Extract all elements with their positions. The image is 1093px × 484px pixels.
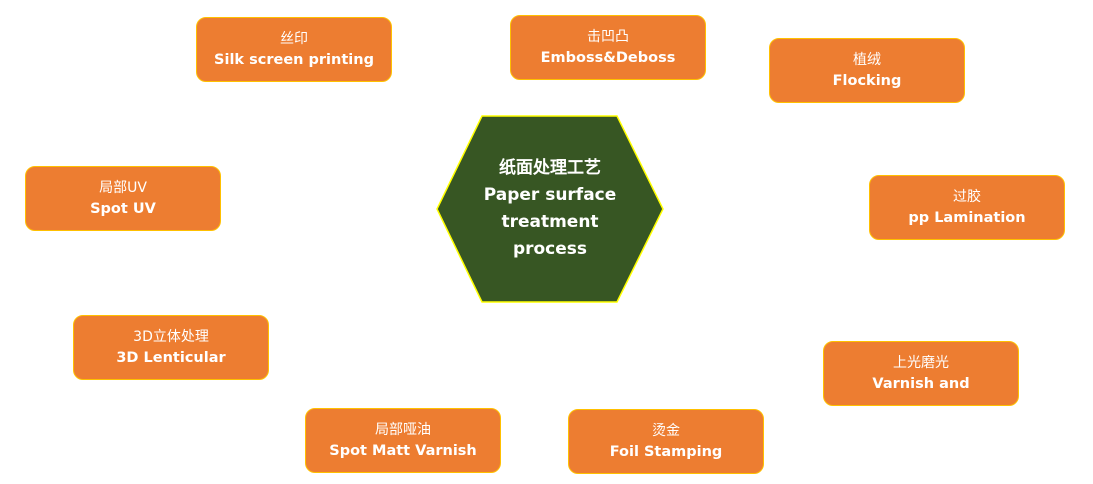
node-label-en: Varnish and — [872, 375, 970, 392]
node-label-en: Flocking — [832, 72, 902, 89]
center-title-en-1: Paper surface — [483, 185, 617, 205]
node-label-zh: 击凹凸 — [587, 28, 629, 45]
node-label-zh: 丝印 — [280, 30, 308, 47]
node-emboss-deboss: 击凹凸 Emboss&Deboss — [510, 15, 706, 80]
node-label-zh: 过胶 — [953, 188, 981, 205]
node-label-zh: 上光磨光 — [893, 354, 949, 371]
node-3d-lenticular: 3D立体处理 3D Lenticular — [73, 315, 269, 380]
center-label: 纸面处理工艺 Paper surface treatment process — [436, 115, 664, 303]
center-title-zh: 纸面处理工艺 — [499, 158, 601, 178]
node-silk-screen: 丝印 Silk screen printing — [196, 17, 392, 82]
node-label-en: pp Lamination — [908, 209, 1026, 226]
node-foil-stamping: 烫金 Foil Stamping — [568, 409, 764, 474]
center-title-en-3: process — [512, 239, 588, 259]
node-label-en: Spot UV — [90, 200, 156, 217]
node-label-en: Emboss&Deboss — [540, 49, 676, 66]
node-flocking: 植绒 Flocking — [769, 38, 965, 103]
node-label-zh: 3D立体处理 — [133, 328, 209, 345]
node-label-zh: 植绒 — [853, 51, 881, 68]
node-spot-matt-varnish: 局部哑油 Spot Matt Varnish — [305, 408, 501, 473]
node-label-en: Foil Stamping — [609, 443, 723, 460]
node-spot-uv: 局部UV Spot UV — [25, 166, 221, 231]
node-label-en: 3D Lenticular — [116, 349, 226, 366]
center-hexagon: 纸面处理工艺 Paper surface treatment process — [436, 115, 664, 303]
center-title-en-2: treatment — [501, 212, 599, 232]
node-varnish: 上光磨光 Varnish and — [823, 341, 1019, 406]
node-label-zh: 局部UV — [99, 179, 147, 196]
node-label-en: Silk screen printing — [214, 51, 374, 68]
hexagon-shape — [436, 115, 664, 303]
node-label-en: Spot Matt Varnish — [329, 442, 477, 459]
node-label-zh: 局部哑油 — [375, 421, 431, 438]
node-label-zh: 烫金 — [652, 422, 680, 439]
node-pp-lamination: 过胶 pp Lamination — [869, 175, 1065, 240]
